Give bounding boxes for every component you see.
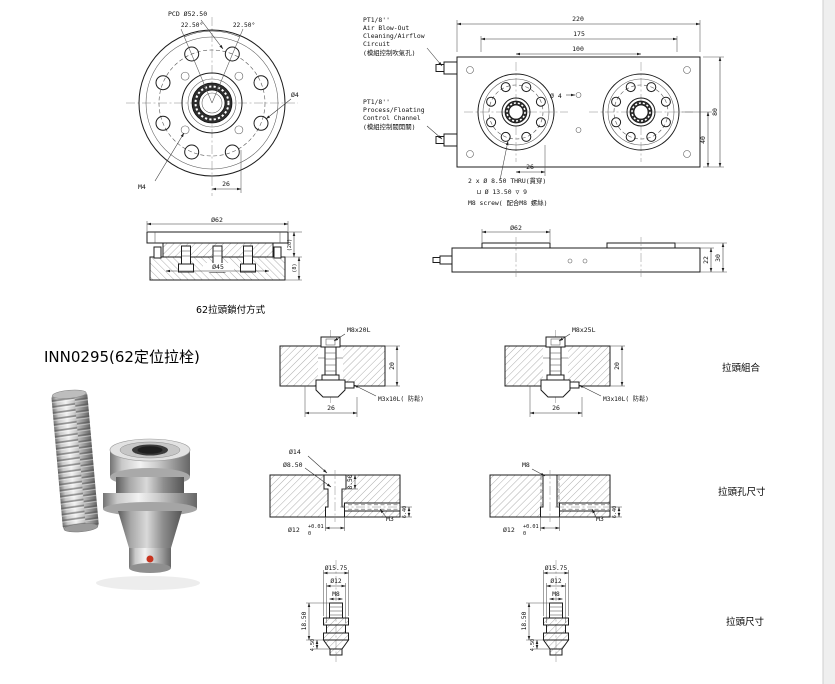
screw-left-label: M8x20L xyxy=(347,326,371,334)
air-note-line4: Circuit xyxy=(363,40,390,48)
tol-plus-left: +0.01 xyxy=(308,524,324,530)
stud-dia12-right: Ø12 xyxy=(550,577,561,585)
clamp-module-right xyxy=(589,62,693,162)
depth850-label: 8.50 xyxy=(347,474,354,489)
caption-lock-method: 62拉頭鎖付方式 xyxy=(196,304,266,316)
air-note-line3: Cleaning/Airflow xyxy=(363,32,425,40)
clamp-module-left xyxy=(464,62,568,162)
dim100-label: 100 xyxy=(572,45,584,53)
caption-stud-size: 拉頭尺寸 xyxy=(726,616,765,628)
dim640-left: 6.40 xyxy=(402,506,408,519)
tol-zero-left: 0 xyxy=(308,531,311,537)
flange-side-view: Ø62 Ø45 (20) (8) 62拉頭鎖付方式 xyxy=(146,216,302,316)
m8-label-hole: M8 xyxy=(522,461,530,469)
air-note-line1: PT1/8'' xyxy=(363,16,390,24)
dia14-label: Ø14 xyxy=(289,448,301,456)
air-note: PT1/8'' Air Blow-Out Cleaning/Airflow Ci… xyxy=(363,16,443,67)
red-dot xyxy=(146,555,154,563)
stud-m8-right: M8 xyxy=(552,591,560,598)
caption-assembly: 拉頭組合 xyxy=(722,362,761,374)
side-upper-dim: (20) xyxy=(287,239,293,252)
air-fitting-top xyxy=(435,61,458,75)
hole-note-line2: ⊔ Ø 13.50 ▽ 9 xyxy=(477,188,527,196)
stud-dim450-right: 4.50 xyxy=(530,639,536,652)
stud-dimension-left: Ø15.75 Ø12 M8 18.50 4.50 xyxy=(301,560,350,662)
caption-hole-size: 拉頭孔尺寸 xyxy=(718,486,766,498)
m4-label: M4 xyxy=(138,183,146,191)
plate-side-dia62-label: Ø62 xyxy=(510,224,522,232)
hole-callout-note: 2 x Ø 8.50 THRU(貫穿) ⊔ Ø 13.50 ▽ 9 M8 scr… xyxy=(468,140,547,207)
stud-dia1575-left: Ø15.75 xyxy=(325,564,348,572)
process-note-line3: Control Channel xyxy=(363,114,421,122)
m3-label-right: M3 xyxy=(596,515,604,523)
dim30-label: 30 xyxy=(714,254,722,262)
assembly-dim20-right: 20 xyxy=(613,362,621,370)
dim640-right: 6.40 xyxy=(612,506,618,519)
assembly-dim26-right: 26 xyxy=(552,404,560,412)
tol-plus-right: +0.01 xyxy=(523,524,539,530)
screw-right-label: M8x25L xyxy=(572,326,596,334)
sheet-edge xyxy=(822,0,835,684)
process-note-line1: PT1/8'' xyxy=(363,98,390,106)
threaded-stud-photo xyxy=(51,389,99,533)
side-dia45-label: Ø45 xyxy=(212,263,224,271)
air-fitting-bottom xyxy=(435,133,458,147)
assembly-dim26-left: 26 xyxy=(327,404,335,412)
dim220-label: 220 xyxy=(572,15,584,23)
side-lower-dim: (8) xyxy=(292,263,298,272)
stud-m8-left: M8 xyxy=(332,591,340,598)
dim22-label: 22 xyxy=(702,256,710,264)
set-screw-label-left: M3x10L( 防鬆) xyxy=(378,395,424,403)
product-photo: INN0295(62定位拉栓) xyxy=(44,348,200,590)
angle-left-label: 22.50° xyxy=(181,21,203,29)
set-screw-label-right: M3x10L( 防鬆) xyxy=(603,395,649,403)
stud-dia1575-right: Ø15.75 xyxy=(545,564,568,572)
dim80-label: 80 xyxy=(711,108,719,116)
assembly-section-left: M8x20L 20 26 M3x10L( 防鬆) xyxy=(279,326,424,417)
stud-dia12-left: Ø12 xyxy=(330,577,341,585)
plate-dia4-label: Ø 4 xyxy=(550,92,562,100)
m3-label-left: M3 xyxy=(386,515,394,523)
assembly-dim20-left: 20 xyxy=(388,362,396,370)
plate-dim26-label: 26 xyxy=(526,163,534,171)
tol-zero-right: 0 xyxy=(523,531,526,537)
hole-dimension-right: M8 Ø12 +0.01 0 M3 6.40 xyxy=(489,461,622,537)
stud-dimension-right: Ø15.75 Ø12 M8 18.50 4.50 xyxy=(521,560,570,662)
dia850-label: Ø8.50 xyxy=(283,461,303,469)
stud-dim1850-right: 18.50 xyxy=(521,611,528,630)
side-dia62-label: Ø62 xyxy=(211,216,223,224)
clamp-knob-photo xyxy=(96,438,200,590)
dim40-label: 40 xyxy=(699,136,707,144)
process-note-line2: Process/Floating xyxy=(363,106,425,114)
dia12-label-left: Ø12 xyxy=(288,526,300,534)
angle-right-label: 22.50° xyxy=(233,21,255,29)
stud-dim1850-left: 18.50 xyxy=(301,611,308,630)
assembly-section-right: M8x25L 20 26 M3x10L( 防鬆) xyxy=(504,326,649,417)
hole-note-line3: M8 screw( 配合M8 螺絲) xyxy=(468,198,547,207)
hole-note-line1: 2 x Ø 8.50 THRU(貫穿) xyxy=(468,176,546,185)
air-note-line2: Air Blow-Out xyxy=(363,24,409,32)
air-note-line5: (模組控制吹氣孔) xyxy=(363,48,415,57)
product-label: INN0295(62定位拉栓) xyxy=(44,348,200,366)
pcd-label: PCD Ø52.50 xyxy=(168,10,207,18)
dim175-label: 175 xyxy=(573,30,585,38)
process-note-line4: (模組控制閥開關) xyxy=(363,122,415,131)
process-note: PT1/8'' Process/Floating Control Channel… xyxy=(363,98,443,140)
hole-dimension-left: Ø14 Ø8.50 8.50 Ø12 +0.01 0 M3 6.40 xyxy=(269,448,412,537)
dia12-label-right: Ø12 xyxy=(503,526,515,534)
stud-dim450-left: 4.50 xyxy=(310,639,316,652)
dia4-label: Ø4 xyxy=(291,91,299,99)
flange-front-view: PCD Ø52.50 22.50° 22.50° Ø4 M4 26 xyxy=(126,10,299,196)
plate-top-view: 220 175 100 Ø 4 80 40 26 PT1/8'' Air Blo… xyxy=(363,15,724,207)
plate-side-view: Ø62 22 30 xyxy=(432,224,727,277)
dim26-label: 26 xyxy=(222,180,230,188)
